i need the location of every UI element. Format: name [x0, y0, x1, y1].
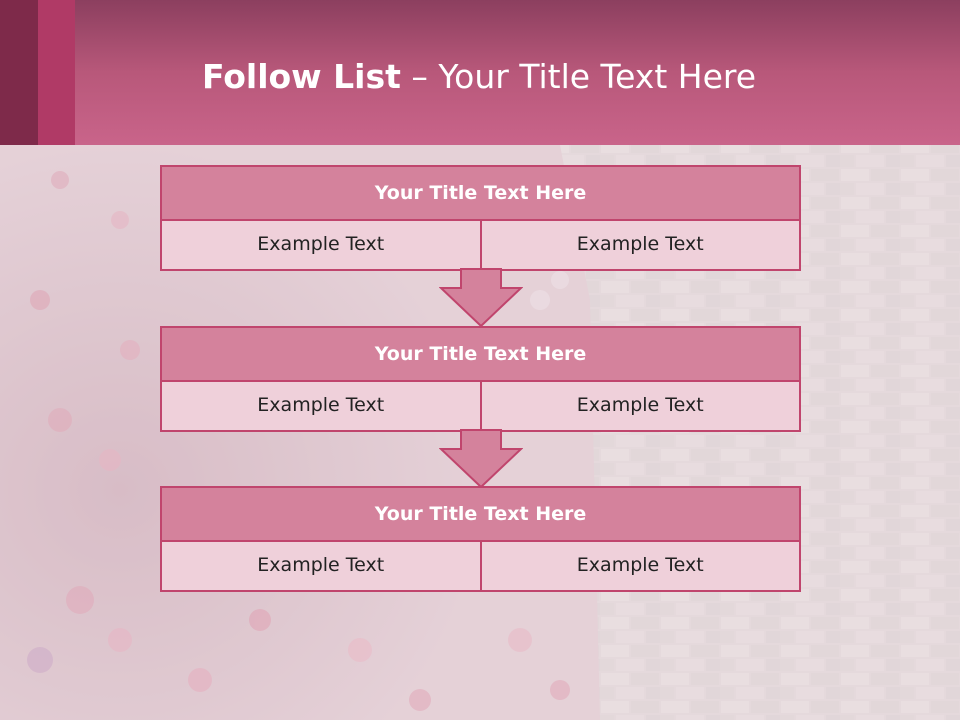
step-cell-right: Example Text — [479, 221, 800, 269]
slide-title-bold: Follow List — [202, 57, 401, 96]
title-banner: Follow List – Your Title Text Here — [0, 0, 960, 145]
step-1: Your Title Text Here Example Text Exampl… — [160, 165, 801, 271]
step-cell-right: Example Text — [479, 382, 800, 430]
banner-accent-strip — [0, 0, 38, 145]
step-cell-left: Example Text — [257, 554, 385, 576]
banner-accent-strip-2 — [38, 0, 75, 145]
slide-title-rest: – Your Title Text Here — [400, 57, 757, 96]
slide-title: Follow List – Your Title Text Here — [202, 55, 756, 99]
step-row: Example Text Example Text — [160, 542, 801, 592]
step-row: Example Text Example Text — [160, 382, 801, 432]
down-arrow-icon — [439, 429, 523, 489]
step-cell-left: Example Text — [257, 233, 385, 255]
step-title: Your Title Text Here — [160, 165, 801, 221]
step-3: Your Title Text Here Example Text Exampl… — [160, 486, 801, 592]
step-cell-right: Example Text — [479, 542, 800, 590]
step-row: Example Text Example Text — [160, 221, 801, 271]
step-cell-left: Example Text — [257, 394, 385, 416]
step-2: Your Title Text Here Example Text Exampl… — [160, 326, 801, 432]
step-title: Your Title Text Here — [160, 486, 801, 542]
step-title: Your Title Text Here — [160, 326, 801, 382]
down-arrow-icon — [439, 268, 523, 328]
